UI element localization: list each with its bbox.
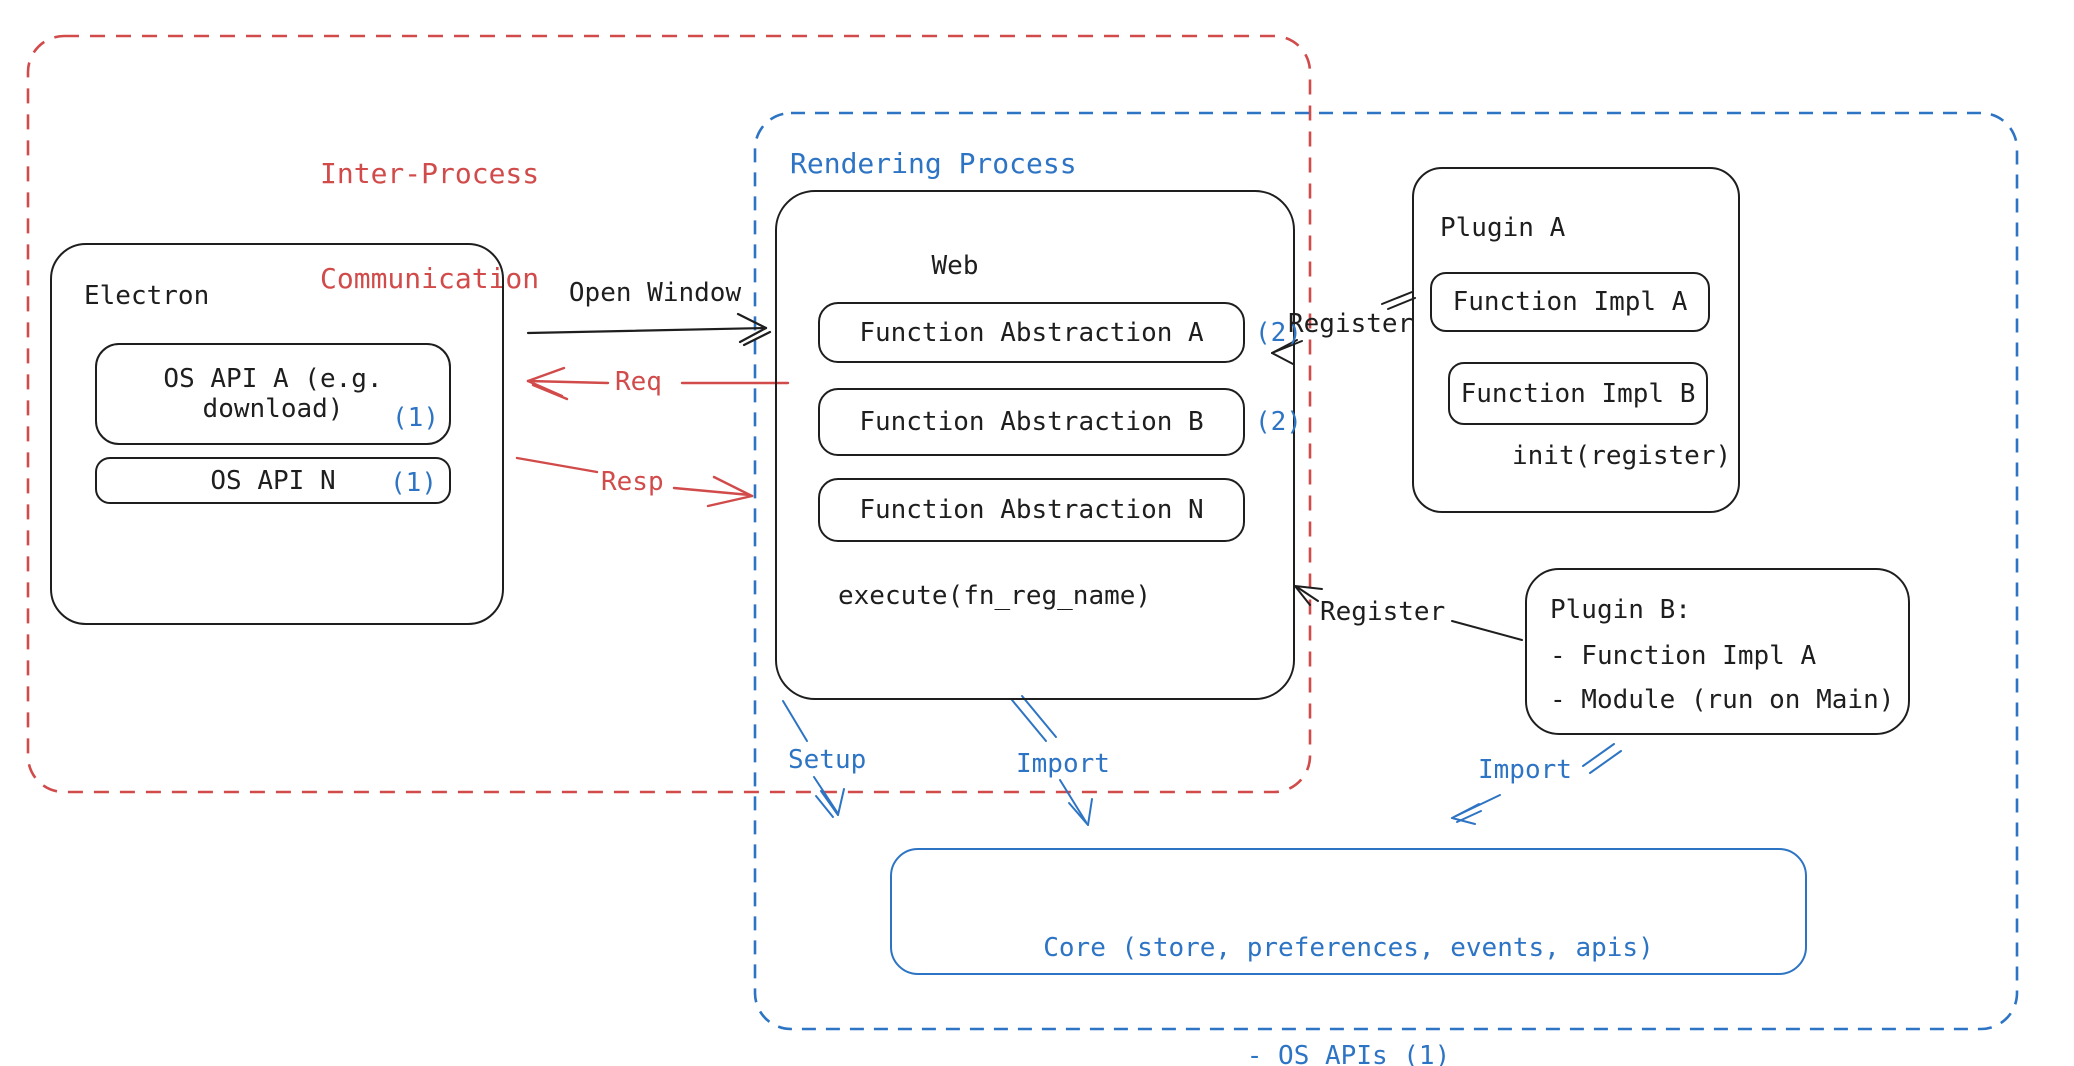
req-label: Req: [615, 367, 662, 397]
core-box: [890, 848, 1807, 975]
setup-label: Setup: [788, 745, 867, 775]
rendering-region-label: Rendering Process: [790, 147, 1077, 180]
open-window-label: Open Window: [568, 278, 742, 308]
web-title: Web: [931, 251, 979, 281]
os-api-n-label: OS API N: [210, 465, 336, 496]
ipc-region-outline: [26, 34, 1312, 794]
core-text: Core (store, preferences, events, apis) …: [890, 858, 1807, 1066]
rendering-region-outline: [753, 111, 2019, 1031]
plugin-b-box: [1525, 568, 1910, 735]
execute-label: execute(fn_reg_name): [838, 581, 1152, 611]
open-window-arrow: [526, 312, 772, 347]
function-abstraction-b-row: Function Abstraction B (2): [818, 388, 1302, 456]
core-line-2: - OS APIs (1): [1246, 1041, 1451, 1066]
resp-arrow: [515, 456, 754, 508]
import-label-web: Import: [1016, 749, 1110, 779]
register-arrow-plugin-a: [1271, 291, 1416, 365]
function-abstraction-a-badge: (2): [1255, 317, 1302, 348]
register-arrow-plugin-b: [1294, 585, 1523, 641]
plugin-a-box: [1412, 167, 1740, 513]
os-api-a-badge: (1): [392, 403, 439, 433]
init-register-label: init(register): [1512, 441, 1732, 471]
function-abstraction-a-row: Function Abstraction A (2): [818, 302, 1302, 363]
function-abstraction-b-box: Function Abstraction B: [818, 388, 1245, 456]
import-arrow-web: [1011, 695, 1093, 826]
function-impl-a-box: Function Impl A: [1430, 272, 1710, 332]
function-abstraction-n-box: Function Abstraction N: [818, 478, 1245, 542]
function-impl-b-box: Function Impl B: [1448, 362, 1708, 425]
plugin-b-line1: - Function Impl A: [1550, 641, 1817, 671]
os-api-a-box: OS API A (e.g. download) (1): [95, 343, 451, 445]
function-abstraction-a-box: Function Abstraction A: [818, 302, 1245, 363]
plugin-a-title: Plugin A: [1440, 213, 1566, 243]
import-label-plugin-b: Import: [1478, 755, 1572, 785]
electron-title: Electron: [84, 281, 210, 311]
register-label-plugin-a: Register: [1288, 309, 1414, 339]
electron-box: [50, 243, 504, 625]
function-abstraction-n-row: Function Abstraction N: [818, 478, 1255, 542]
plugin-b-title: Plugin B:: [1550, 595, 1691, 625]
web-box: [775, 190, 1295, 700]
req-arrow: [526, 366, 790, 401]
setup-arrow: [782, 700, 845, 818]
os-api-a-label-line1: OS API A (e.g.: [163, 364, 383, 394]
plugin-b-line2: - Module (run on Main): [1550, 685, 1895, 715]
os-api-n-badge: (1): [390, 468, 437, 498]
ipc-region-label-line1: Inter-Process: [320, 157, 540, 190]
resp-label: Resp: [601, 467, 664, 497]
register-label-plugin-b: Register: [1320, 597, 1446, 627]
function-abstraction-b-badge: (2): [1255, 407, 1302, 437]
os-api-a-label-line2: download): [202, 394, 344, 424]
os-api-n-box: OS API N (1): [95, 457, 451, 504]
core-line-1: Core (store, preferences, events, apis): [1043, 933, 1654, 963]
import-arrow-plugin-b: [1451, 743, 1622, 825]
